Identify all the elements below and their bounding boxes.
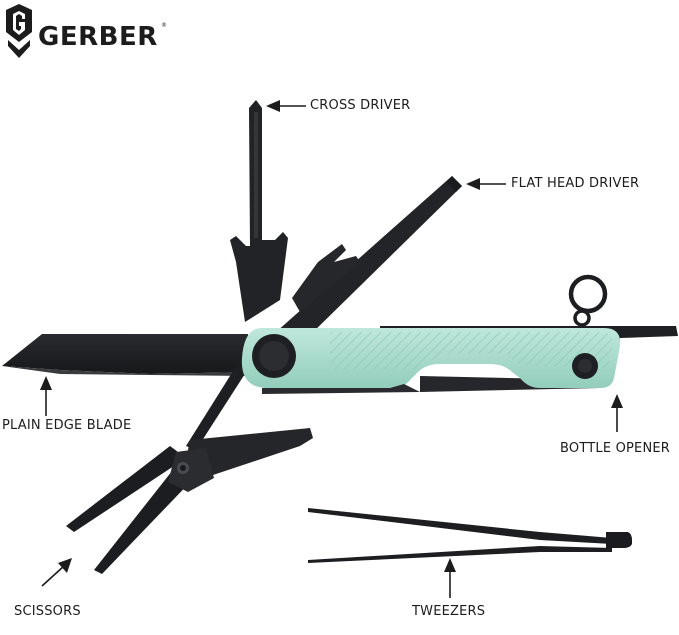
scissors [66, 360, 313, 574]
plain-edge-blade [2, 334, 250, 376]
brand-logo: GERBER ® [2, 2, 182, 64]
brand-trademark: ® [161, 22, 167, 29]
arrow-icon [41, 558, 72, 587]
flat-head-driver [276, 176, 462, 340]
key-ring [568, 274, 608, 327]
gerber-g-shield-icon [6, 4, 32, 58]
flat-head-driver-label: FLAT HEAD DRIVER [511, 176, 640, 191]
plain-edge-blade-label: PLAIN EDGE BLADE [2, 418, 132, 433]
arrow-icon [40, 376, 52, 416]
cross-driver [230, 100, 360, 322]
arrow-icon [466, 178, 506, 190]
tweezers [308, 508, 632, 563]
tweezers-label: TWEEZERS [412, 604, 486, 619]
scissors-label: SCISSORS [14, 604, 81, 619]
brand-name: GERBER [38, 22, 158, 52]
tool-handle [241, 328, 621, 394]
cross-driver-label: CROSS DRIVER [310, 98, 411, 113]
arrow-icon [611, 394, 623, 432]
arrow-icon [444, 558, 456, 598]
arrow-icon [266, 100, 306, 112]
bottle-opener-label: BOTTLE OPENER [560, 441, 671, 456]
